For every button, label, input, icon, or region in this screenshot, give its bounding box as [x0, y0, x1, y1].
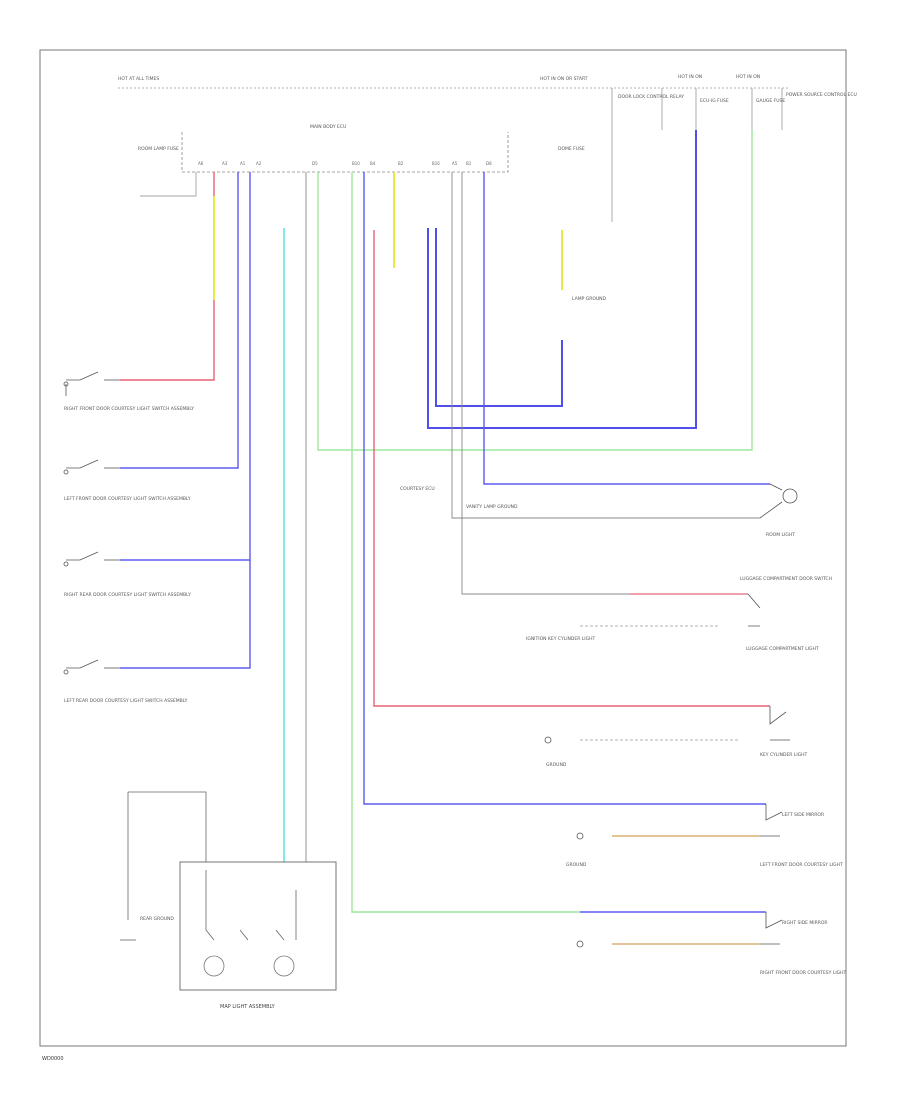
svg-text:B10: B10 [352, 161, 360, 166]
luggage-switch-label: LUGGAGE COMPARTMENT DOOR SWITCH [740, 576, 832, 582]
wire-gray-1 [451, 172, 760, 519]
gauge-fuse-label: GAUGE FUSE [756, 98, 785, 104]
luggage-light-label: LUGGAGE COMPARTMENT LIGHT [746, 646, 819, 652]
switch-rr [63, 551, 120, 567]
rmirror-switch [760, 912, 783, 945]
sw-rr-label: RIGHT REAR DOOR COURTESY LIGHT SWITCH AS… [64, 592, 191, 598]
wire-blue-ecuig [427, 130, 697, 429]
lamp-bulb-top [782, 488, 798, 504]
svg-text:A3: A3 [222, 161, 228, 166]
ground-a-label: GROUND [546, 762, 567, 768]
top-right-power-label-1: HOT IN ON [678, 74, 702, 80]
svg-text:B2: B2 [398, 161, 404, 166]
rear-ground [120, 791, 207, 941]
svg-text:A2: A2 [256, 161, 262, 166]
top-right-power-label-2: HOT IN ON [736, 74, 760, 80]
footer-code: WD0000 [42, 1056, 64, 1062]
switch-rf [63, 371, 120, 396]
wires [120, 130, 770, 945]
ecu-pins: A6 A3 A1 A2 D5 B10 B4 B2 B16 A5 B1 D8 [198, 161, 492, 166]
svg-text:B4: B4 [370, 161, 376, 166]
ground-b-label: GROUND [566, 862, 587, 868]
switch-lr [63, 659, 120, 675]
svg-text:D8: D8 [486, 161, 492, 166]
main-body-ecu: MAIN BODY ECU ROOM LAMP FUSE DOME FUSE A… [138, 124, 585, 197]
top-left-power-label: HOT AT ALL TIMES [118, 76, 159, 82]
power-bus-top: HOT AT ALL TIMES HOT IN ON OR START HOT … [118, 74, 857, 222]
wire-green-top [317, 130, 753, 451]
switch-lf [63, 459, 120, 475]
lamp-ground-label: LAMP GROUND [572, 296, 607, 302]
vanity-ground-label: VANITY LAMP GROUND [466, 504, 518, 510]
lf-courtesy-label: LEFT FRONT DOOR COURTESY LIGHT [760, 862, 843, 868]
diagram-frame [39, 49, 847, 1047]
wire-red-key [373, 230, 770, 707]
rear-ground-label: REAR GROUND [140, 916, 174, 922]
svg-text:B16: B16 [432, 161, 440, 166]
courtesy-ecu-label: COURTESY ECU [400, 486, 435, 492]
sw-lr-label: LEFT REAR DOOR COURTESY LIGHT SWITCH ASS… [64, 698, 188, 704]
wire-blue-lmirror [363, 172, 766, 805]
room-light-label: ROOM LIGHT [766, 532, 795, 538]
svg-text:A6: A6 [198, 161, 204, 166]
sw-lf-label: LEFT FRONT DOOR COURTESY LIGHT SWITCH AS… [64, 496, 191, 502]
wire-gray-2 [461, 172, 630, 595]
top-mid-power-label: HOT IN ON OR START [540, 76, 588, 82]
ecu-ig-fuse-label: ECU-IG FUSE [700, 98, 729, 104]
right-mirror-label: RIGHT SIDE MIRROR [782, 920, 828, 926]
power-source-ecu-label: POWER SOURCE CONTROL ECU [786, 92, 857, 98]
svg-text:A5: A5 [452, 161, 458, 166]
sw-rf-label: RIGHT FRONT DOOR COURTESY LIGHT SWITCH A… [64, 406, 194, 412]
map-light-label: MAP LIGHT ASSEMBLY [220, 1004, 276, 1010]
door-switches [63, 371, 120, 675]
dome-fuse-label: DOME FUSE [558, 146, 585, 152]
wire-blue-rlight [483, 172, 770, 485]
wire-lr-switch [120, 560, 251, 669]
svg-text:D5: D5 [312, 161, 318, 166]
svg-text:A1: A1 [240, 161, 246, 166]
wire-lf-switch [120, 172, 239, 469]
door-lock-relay-label: DOOR LOCK CONTROL RELAY [618, 94, 684, 100]
wire-blue-lamp [435, 228, 563, 407]
key-cylinder-switch [769, 706, 790, 741]
right-components [544, 483, 798, 948]
lmirror-switch [760, 804, 783, 837]
map-light-assembly: MAP LIGHT ASSEMBLY [179, 861, 337, 1010]
wire-green-low [351, 172, 580, 913]
svg-text:B1: B1 [466, 161, 472, 166]
main-body-ecu-label: MAIN BODY ECU [310, 124, 346, 130]
luggage-switch [747, 593, 761, 627]
room-lamp-fuse-label: ROOM LAMP FUSE [138, 146, 179, 152]
key-cyl-light-label: KEY CYLINDER LIGHT [760, 752, 808, 758]
rf-courtesy-label: RIGHT FRONT DOOR COURTESY LIGHT [760, 970, 847, 976]
wire-rf-switch [120, 172, 215, 381]
left-mirror-label: LEFT SIDE MIRROR [782, 812, 824, 818]
ignition-key-light-label: IGNITION KEY CYLINDER LIGHT [526, 636, 595, 642]
